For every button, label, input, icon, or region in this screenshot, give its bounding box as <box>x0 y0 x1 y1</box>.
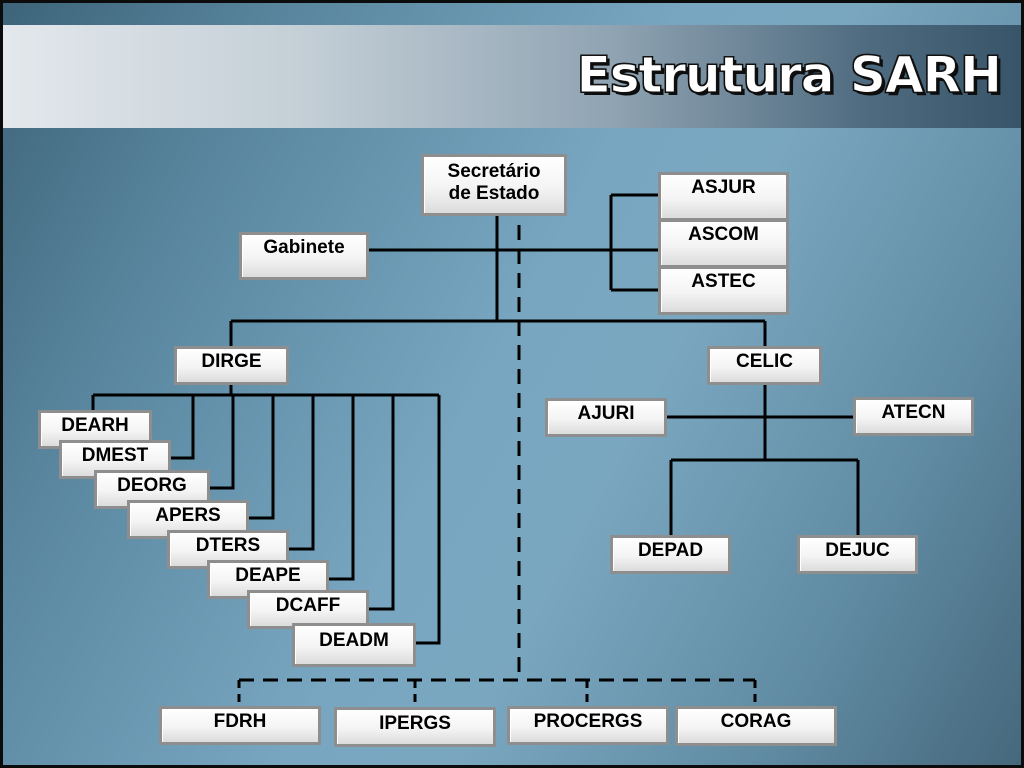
node-ipergs-label: IPERGS <box>379 713 451 734</box>
node-fdrh-label: FDRH <box>213 711 267 732</box>
node-dmest-label: DMEST <box>81 445 149 466</box>
node-astec[interactable]: ASTEC <box>658 266 789 315</box>
node-dejuc[interactable]: DEJUC <box>797 535 918 574</box>
node-corag-label: CORAG <box>720 711 792 732</box>
connector-line <box>415 395 441 645</box>
node-deorg-label: DEORG <box>117 475 187 496</box>
connector-line <box>368 395 395 611</box>
node-atecn-label: ATECN <box>881 402 946 423</box>
org-chart-connectors <box>91 193 860 709</box>
node-ajuri[interactable]: AJURI <box>545 398 667 437</box>
node-ajuri-label: AJURI <box>577 403 635 424</box>
node-ascom[interactable]: ASCOM <box>658 219 789 268</box>
node-dejuc-label: DEJUC <box>825 540 890 561</box>
node-ipergs[interactable]: IPERGS <box>334 707 496 747</box>
node-dters-label: DTERS <box>195 535 261 556</box>
connector-line <box>248 395 275 520</box>
node-deadm[interactable]: DEADM <box>292 623 416 667</box>
node-asjur-label: ASJUR <box>691 177 756 198</box>
node-depad[interactable]: DEPAD <box>610 535 731 574</box>
node-ascom-label: ASCOM <box>688 224 759 245</box>
node-astec-label: ASTEC <box>691 271 756 292</box>
slide-title: Estrutura SARH <box>576 46 1002 105</box>
node-atecn[interactable]: ATECN <box>853 397 974 436</box>
node-secretario-line1: Secretário <box>447 161 541 182</box>
node-depad-label: DEPAD <box>637 540 704 561</box>
node-apers-label: APERS <box>155 505 221 526</box>
node-fdrh[interactable]: FDRH <box>159 706 321 745</box>
connector-line <box>288 395 315 551</box>
node-secretario-line2: de Estado <box>448 182 540 204</box>
node-dearh-label: DEARH <box>61 415 129 436</box>
node-corag[interactable]: CORAG <box>675 706 837 746</box>
connector-line <box>169 395 195 460</box>
node-dirge-label: DIRGE <box>201 351 262 372</box>
node-asjur[interactable]: ASJUR <box>658 172 789 221</box>
node-gabinete[interactable]: Gabinete <box>239 232 369 280</box>
node-procergs[interactable]: PROCERGS <box>507 706 669 745</box>
node-dirge[interactable]: DIRGE <box>174 346 289 385</box>
node-gabinete-label: Gabinete <box>263 237 345 258</box>
node-celic[interactable]: CELIC <box>707 346 822 385</box>
node-deadm-label: DEADM <box>319 630 389 651</box>
node-celic-label: CELIC <box>736 351 793 372</box>
node-secretario[interactable]: Secretário de Estado <box>421 154 567 216</box>
connector-line <box>208 395 235 490</box>
node-dcaff-label: DCAFF <box>275 595 341 616</box>
node-procergs-label: PROCERGS <box>533 711 643 732</box>
connector-line <box>328 395 355 581</box>
title-bar: Estrutura SARH <box>3 25 1021 128</box>
node-deape-label: DEAPE <box>235 565 301 586</box>
